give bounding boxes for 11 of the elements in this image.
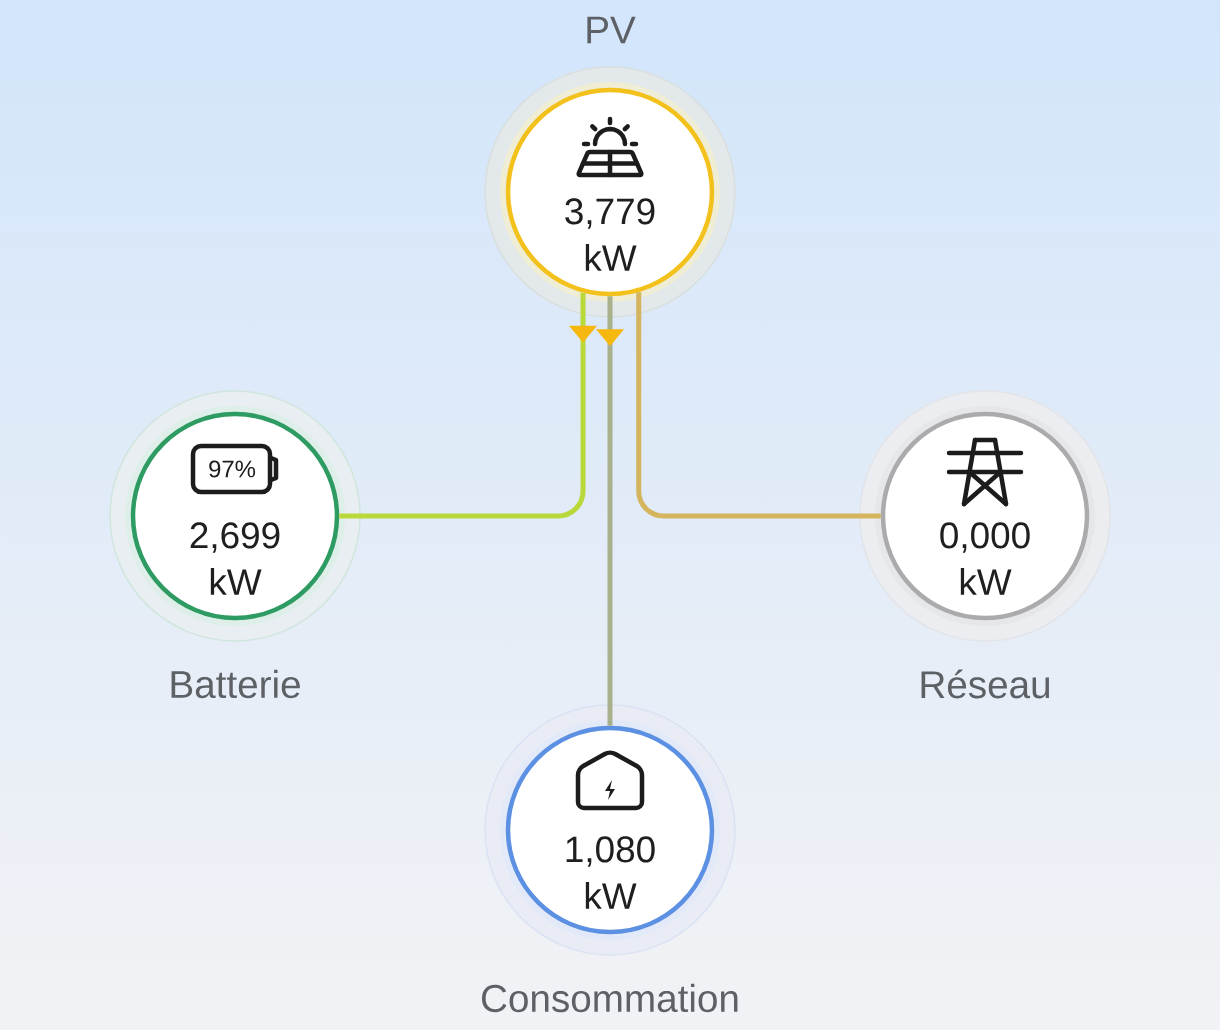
power-value: 3,779 kW: [565, 198, 655, 271]
node-label: Consommation: [482, 983, 738, 1013]
connector-line: [339, 292, 598, 519]
power-value: 1,080 kW: [566, 836, 655, 909]
power-value: 2,699 kW: [190, 522, 280, 595]
connector-line: [636, 292, 881, 519]
battery-level: 97%: [209, 460, 256, 478]
node-label: Réseau: [921, 669, 1050, 699]
node-label: PV: [587, 16, 636, 44]
node-label: Batterie: [171, 669, 300, 699]
power-value: 0,000 kW: [940, 522, 1030, 595]
